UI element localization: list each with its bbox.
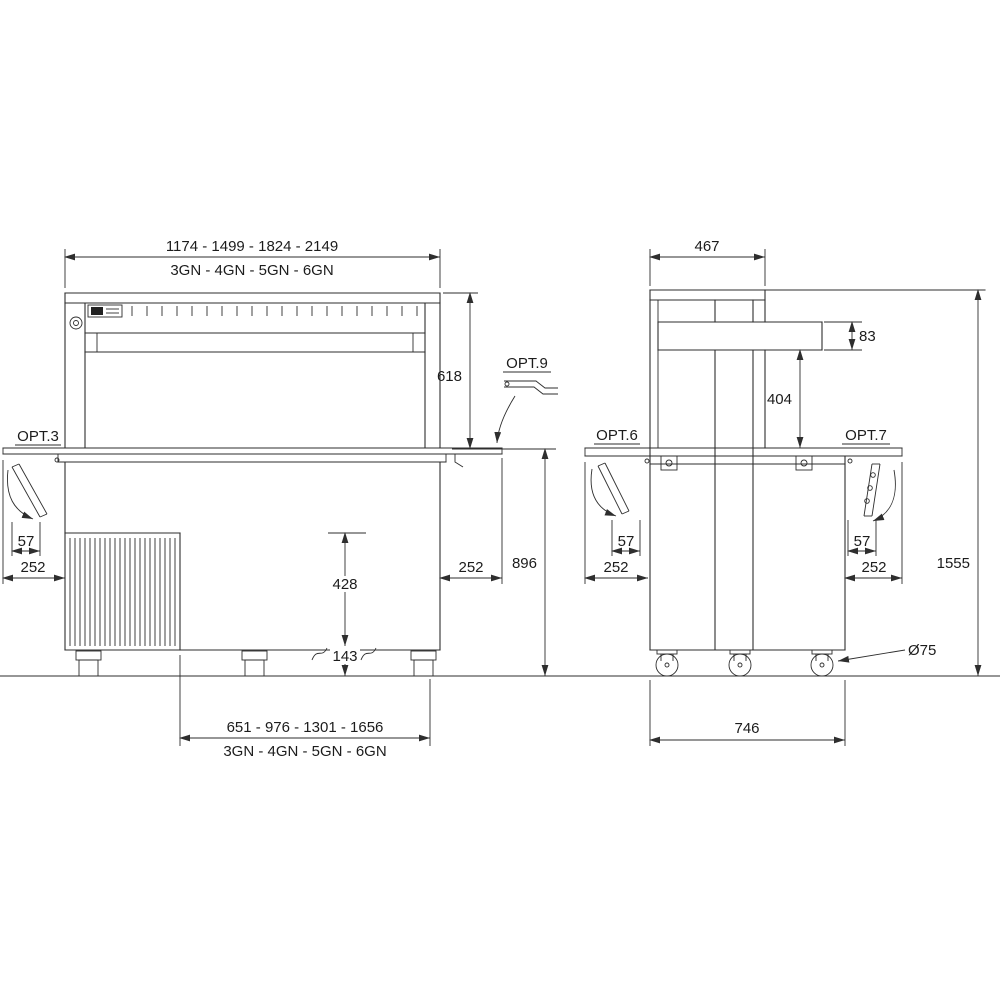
side-canopy-depth-value: 467 (694, 238, 719, 255)
dim-side-base-depth: 746 (649, 680, 846, 746)
dim-side-left-shelf-offset: 57 (611, 520, 641, 556)
front-feet (75, 650, 437, 677)
dim-side-caster-diameter: Ø75 (837, 642, 936, 663)
front-left-shelf-offset-value: 57 (18, 533, 35, 550)
dim-side-left-shelf-width: 252 (584, 462, 648, 584)
side-left-shelf-offset-value: 57 (618, 533, 635, 550)
front-left-shelf-width-value: 252 (20, 559, 45, 576)
front-control-panel (87, 304, 123, 318)
dim-front-well-depth: 428 143 (311, 532, 377, 676)
side-opt6-shelf-sketch (590, 458, 650, 517)
front-top-width-models: 3GN - 4GN - 5GN - 6GN (170, 262, 333, 279)
side-dimensions: 467 83 404 OPT.6 OPT.7 57 2 (584, 238, 982, 746)
side-overall-height-value: 1555 (937, 555, 970, 572)
front-slide-bracket (454, 454, 464, 468)
front-worktop (2, 447, 503, 468)
side-right-shelf-offset-value: 57 (854, 533, 871, 550)
front-opt3-label-group: OPT.3 (15, 428, 61, 446)
side-caster-diameter-value: Ø75 (908, 642, 936, 659)
front-top-width-value: 1174 - 1499 - 1824 - 2149 (166, 238, 338, 255)
front-opt3-label: OPT.3 (17, 428, 59, 445)
side-shelf-clearance-value: 404 (767, 391, 792, 408)
side-left-shelf-width-value: 252 (603, 559, 628, 576)
dim-side-right-shelf-width: 252 (844, 462, 903, 584)
front-ventilation-grille (64, 532, 181, 651)
front-base-width-models: 3GN - 4GN - 5GN - 6GN (223, 743, 386, 760)
side-cabinet-body (649, 455, 846, 651)
side-clamp-right (795, 455, 813, 471)
side-worktop (584, 447, 903, 471)
side-shelf-thickness-value: 83 (859, 328, 876, 345)
side-opt7-label: OPT.7 (845, 427, 887, 444)
front-dimensions: 1174 - 1499 - 1824 - 2149 3GN - 4GN - 5G… (2, 238, 556, 760)
dim-front-top-width: 1174 - 1499 - 1824 - 2149 3GN - 4GN - 5G… (64, 238, 441, 288)
side-clamp-left (660, 455, 678, 471)
front-opt9-label: OPT.9 (506, 355, 548, 372)
front-opt9-label-group: OPT.9 (503, 355, 551, 373)
side-casters (655, 649, 834, 677)
dim-front-display-height: 618 (437, 292, 556, 450)
side-right-shelf-width-value: 252 (861, 559, 886, 576)
side-canopy (649, 289, 986, 651)
side-column (714, 299, 754, 651)
dim-side-shelf-clearance: 404 (767, 349, 804, 448)
side-base-depth-value: 746 (734, 720, 759, 737)
side-opt6-label-group: OPT.6 (594, 427, 640, 445)
front-cabinet-body (64, 461, 441, 651)
front-opt3-shelf-sketch (6, 457, 60, 520)
front-worktop-height-value: 896 (512, 555, 537, 572)
front-display-case (64, 292, 441, 449)
front-display-height-value: 618 (437, 368, 462, 385)
dim-side-canopy-depth: 467 (649, 238, 766, 286)
dim-side-shelf-thickness: 83 (824, 321, 876, 351)
front-right-shelf-width-value: 252 (458, 559, 483, 576)
side-opt7-shelf-sketch (847, 458, 896, 522)
front-light-band (84, 332, 426, 353)
dim-front-right-shelf-width: 252 (439, 458, 503, 584)
front-plinth-height-value: 143 (332, 648, 357, 665)
dim-front-left-shelf-offset: 57 (11, 522, 41, 556)
dim-side-right-shelf-offset: 57 (847, 520, 877, 556)
dim-side-overall-height: 1555 (937, 289, 982, 676)
dim-front-left-shelf-width: 252 (2, 460, 65, 584)
front-base-width-value: 651 - 976 - 1301 - 1656 (227, 719, 384, 736)
side-overhang-shelf (657, 321, 823, 351)
front-opt9-bracket-sketch (494, 380, 558, 444)
front-view (2, 292, 558, 677)
front-logo-badge (69, 316, 83, 330)
side-opt7-label-group: OPT.7 (842, 427, 890, 445)
dim-front-base-width: 651 - 976 - 1301 - 1656 3GN - 4GN - 5GN … (179, 655, 431, 760)
side-opt6-label: OPT.6 (596, 427, 638, 444)
side-view (584, 289, 986, 677)
front-well-depth-value: 428 (332, 576, 357, 593)
front-vent-slots-icon (131, 306, 418, 316)
dim-front-worktop-height: 896 (512, 448, 549, 676)
